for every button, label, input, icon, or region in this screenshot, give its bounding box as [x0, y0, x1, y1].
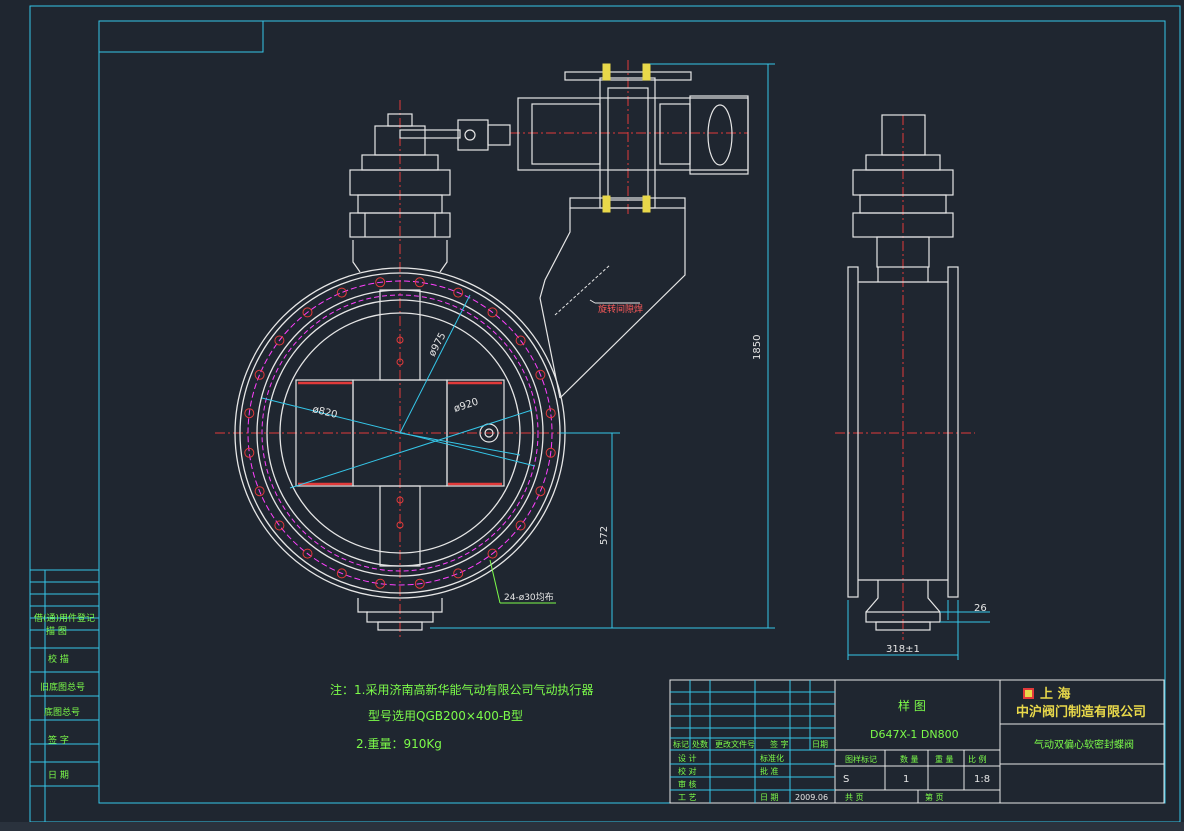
total-label: 共 页 — [845, 793, 864, 802]
sign2-1: 批 准 — [760, 766, 779, 776]
bolt-hole — [254, 486, 265, 497]
side-table — [30, 569, 99, 822]
side-row-2: 校 描 — [48, 653, 69, 665]
bolt-hole — [515, 335, 526, 346]
mass-label: 重 量 — [935, 754, 954, 764]
company-name: 中沪阀门制造有限公司 — [1016, 704, 1146, 720]
rev-h1: 处数 — [692, 739, 708, 749]
sign-0: 设 计 — [678, 753, 697, 763]
bolt-hole — [302, 548, 313, 559]
company-prefix: 上 海 — [1040, 686, 1071, 702]
scale-value: 1:8 — [974, 774, 990, 785]
bolt-hole — [453, 568, 464, 579]
dim-318: 318±1 — [886, 644, 920, 655]
scale-label: 比 例 — [968, 754, 987, 764]
dim-26: 26 — [974, 603, 987, 614]
note-line-2: 型号选用QGB200×400-B型 — [368, 709, 523, 723]
bolt-hole — [375, 578, 386, 589]
sign-2: 审 核 — [678, 779, 697, 789]
note-line-1: 注：1.采用济南高新华能气动有限公司气动执行器 — [330, 682, 593, 697]
bolt-hole — [336, 568, 347, 579]
company-logo — [1023, 688, 1034, 699]
side-table-labels: 借(通)用件登记 描 图 校 描 旧底图总号 底图总号 签 字 日 期 — [34, 612, 95, 781]
sign-1: 校 对 — [678, 766, 697, 776]
bolt-hole — [254, 369, 265, 380]
title-block-text: 标记 处数 更改文件号 签 字 日期 设 计 校 对 审 核 工 艺 标准化 批… — [673, 739, 987, 802]
bolt-hole — [453, 287, 464, 298]
side-row-6: 日 期 — [48, 770, 69, 781]
bolt-hole — [336, 287, 347, 298]
side-row-5: 签 字 — [48, 734, 69, 746]
sign2-0: 标准化 — [760, 753, 784, 763]
notes: 注：1.采用济南高新华能气动有限公司气动执行器 型号选用QGB200×400-B… — [330, 682, 593, 751]
bolt-hole — [515, 520, 526, 531]
dim-1850: 1850 — [752, 335, 763, 360]
side-row-4: 底图总号 — [44, 706, 80, 718]
title-block — [669, 679, 1165, 804]
bolt-hole — [244, 447, 255, 458]
rev-h4: 日期 — [812, 740, 828, 749]
side-row-1: 描 图 — [46, 625, 67, 637]
bolt-hole — [244, 408, 255, 419]
bolt-hole — [535, 369, 546, 380]
bolt-hole — [545, 408, 556, 419]
bolt-hole — [545, 447, 556, 458]
product-name: 气动双偏心软密封蝶阀 — [1034, 738, 1134, 751]
page-label: 第 页 — [925, 792, 944, 802]
qty-label: 数 量 — [900, 754, 919, 764]
bolt-hole — [414, 578, 425, 589]
dim-572: 572 — [599, 526, 610, 545]
side-row-0: 借(通)用件登记 — [34, 612, 95, 624]
side-row-3: 旧底图总号 — [40, 681, 85, 693]
qty-value: 1 — [903, 774, 909, 785]
side-view: 318±1 26 — [835, 114, 990, 660]
title-block-grid — [670, 680, 835, 803]
rev-h2: 更改文件号 — [715, 739, 755, 749]
bolt-hole — [274, 520, 285, 531]
rev-h0: 标记 — [673, 739, 689, 749]
bolt-hole — [302, 307, 313, 318]
rev-h3: 签 字 — [770, 739, 789, 749]
sign-3: 工 艺 — [678, 793, 697, 802]
bolt-hole — [274, 335, 285, 346]
bolt-hole — [487, 548, 498, 559]
stage-label: 图样标记 — [845, 754, 877, 764]
bolt-hole — [414, 277, 425, 288]
weld-note: 旋转间隙焊 — [598, 303, 643, 315]
bottom-strip — [0, 822, 1184, 831]
bolt-hole — [375, 277, 386, 288]
model-number: D647X-1 DN800 — [870, 728, 959, 741]
bolt-note: 24-ø30均布 — [504, 591, 554, 603]
bolt-hole — [487, 307, 498, 318]
note-line-3: 2.重量：910Kg — [356, 737, 442, 751]
date-value: 2009.06 — [795, 793, 828, 802]
drawing-type: 样 图 — [898, 698, 926, 713]
stage-value: S — [843, 774, 849, 785]
bolt-hole — [535, 486, 546, 497]
date-label: 日 期 — [760, 793, 779, 802]
